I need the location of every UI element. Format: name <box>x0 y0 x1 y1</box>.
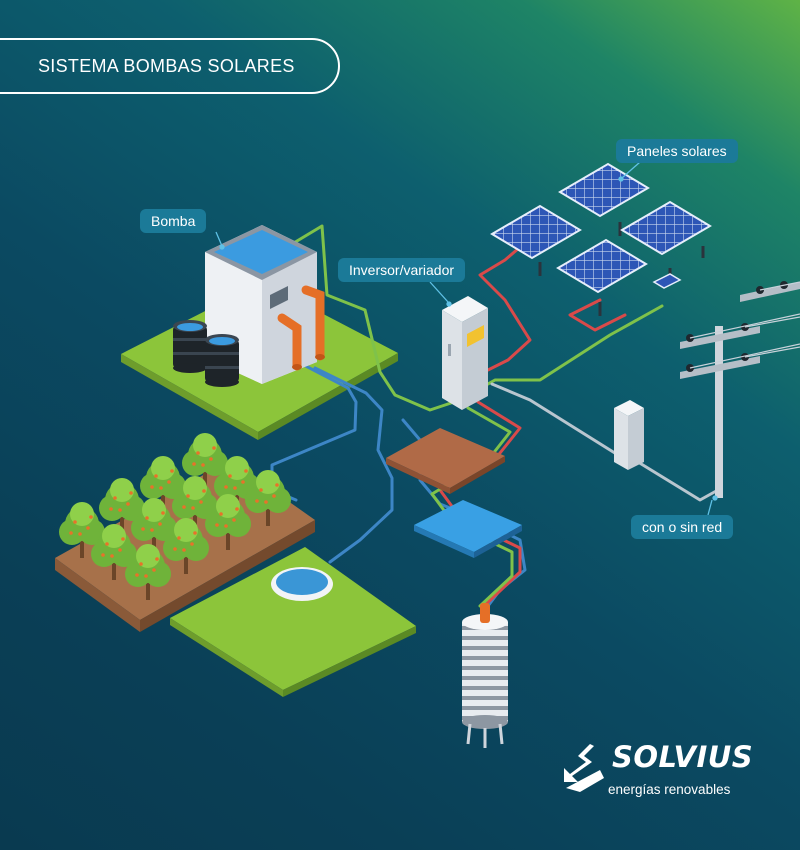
orchard-tree <box>91 524 137 580</box>
orchard-tree <box>140 456 186 512</box>
water-barrel-2 <box>205 334 239 387</box>
brand-tagline: energías renovables <box>608 782 731 797</box>
pond-ground <box>170 547 416 697</box>
label-inversor: Inversor/variador <box>338 258 466 282</box>
orchard-tree <box>99 478 145 534</box>
inverter-cabinet <box>442 296 488 410</box>
water-pad-blue <box>414 500 522 558</box>
orchard-tree <box>182 433 228 489</box>
orchard-tree <box>59 502 105 558</box>
page-title: SISTEMA BOMBAS SOLARES <box>38 55 295 76</box>
label-paneles: Paneles solares <box>616 139 738 163</box>
orchard-tree <box>125 544 171 600</box>
grid-connection-box <box>614 400 644 470</box>
pond <box>271 567 333 601</box>
label-red: con o sin red <box>631 515 734 539</box>
orchard-tree <box>205 494 251 550</box>
orchard-tree <box>163 518 209 574</box>
water-barrel-1 <box>173 320 207 373</box>
title-pill: SISTEMA BOMBAS SOLARES <box>0 38 340 94</box>
orchard-tree <box>172 476 218 532</box>
well-tank <box>462 603 508 748</box>
control-pad-brown <box>386 428 505 494</box>
orchard-tree <box>245 470 291 526</box>
solar-panel-array <box>490 162 712 316</box>
power-cables <box>285 224 720 608</box>
brand-logo: SOLVIUS energías renovables <box>560 740 760 810</box>
brand-name: SOLVIUS <box>612 740 754 774</box>
label-bomba: Bomba <box>140 209 207 233</box>
label-leaders <box>215 161 718 516</box>
power-pole <box>680 281 800 498</box>
solvius-logo-icon <box>564 744 604 792</box>
orchard-trees <box>59 433 291 600</box>
